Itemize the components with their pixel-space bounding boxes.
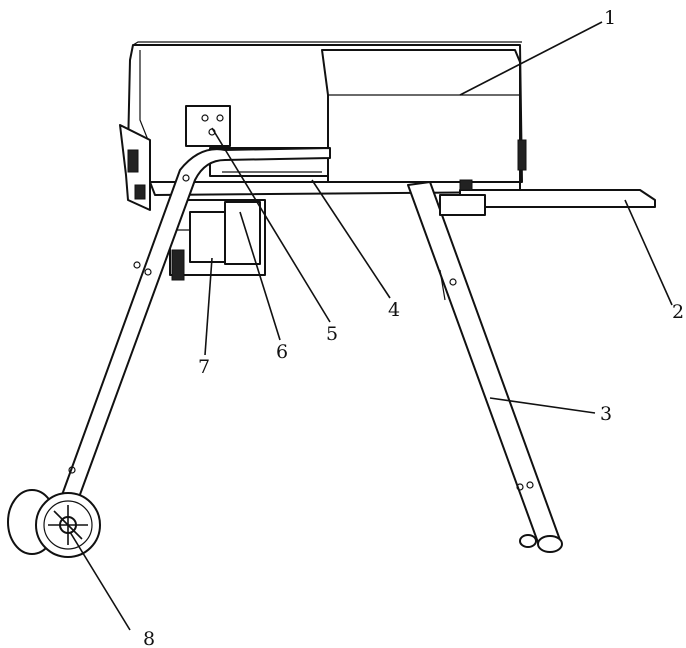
side-table bbox=[439, 179, 656, 216]
right-leg bbox=[407, 181, 563, 553]
wheel bbox=[7, 489, 101, 558]
callout-7: 7 bbox=[198, 356, 210, 378]
leader-lines bbox=[69, 21, 673, 631]
callout-4: 4 bbox=[388, 299, 400, 321]
callout-8: 8 bbox=[143, 628, 155, 648]
callout-6: 6 bbox=[276, 341, 288, 363]
callout-2: 2 bbox=[672, 301, 684, 323]
switch-housing bbox=[119, 124, 151, 211]
bracket-plate bbox=[185, 105, 231, 147]
callout-1: 1 bbox=[604, 7, 616, 29]
callout-5: 5 bbox=[326, 323, 338, 345]
callout-3: 3 bbox=[600, 403, 612, 425]
cover-box bbox=[321, 49, 527, 183]
callout-labels: 1 2 3 4 5 6 7 8 bbox=[143, 7, 684, 648]
left-handle-leg bbox=[61, 147, 331, 501]
